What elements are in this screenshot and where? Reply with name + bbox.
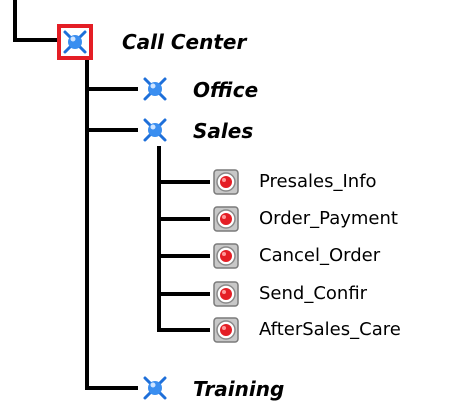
connector-cancel-order xyxy=(157,254,210,258)
tree-node-office[interactable]: Office xyxy=(193,78,259,102)
tree-item-order-payment[interactable]: Order_Payment xyxy=(259,208,398,229)
tree-item-presales-info[interactable]: Presales_Info xyxy=(259,171,377,192)
target-node-icon[interactable] xyxy=(213,317,239,343)
tree-item-cancel-order[interactable]: Cancel_Order xyxy=(259,245,381,266)
tree-item-send-confir[interactable]: Send_Confir xyxy=(259,283,368,304)
tree-node-sales[interactable]: Sales xyxy=(193,119,254,143)
target-node-icon[interactable] xyxy=(213,243,239,269)
target-node-icon[interactable] xyxy=(213,169,239,195)
tree-node-call-center[interactable]: Call Center xyxy=(122,30,247,54)
star-node-icon[interactable] xyxy=(141,374,169,402)
connector-root-vertical xyxy=(13,0,17,42)
target-node-icon[interactable] xyxy=(213,206,239,232)
connector-sales xyxy=(85,128,138,132)
connector-send-confir xyxy=(157,292,210,296)
connector-root-horizontal xyxy=(13,38,57,42)
star-node-icon[interactable] xyxy=(61,28,89,56)
connector-level2-vertical xyxy=(157,146,161,332)
connector-order-payment xyxy=(157,217,210,221)
connector-presales xyxy=(157,180,210,184)
selection-highlight xyxy=(57,24,93,60)
star-node-icon[interactable] xyxy=(141,75,169,103)
connector-office xyxy=(85,87,138,91)
target-node-icon[interactable] xyxy=(213,281,239,307)
connector-level1-vertical xyxy=(85,60,89,390)
star-node-icon[interactable] xyxy=(141,116,169,144)
connector-aftersales xyxy=(157,328,210,332)
tree-item-aftersales-care[interactable]: AfterSales_Care xyxy=(259,319,401,340)
tree-node-training[interactable]: Training xyxy=(193,377,285,401)
connector-training xyxy=(85,386,138,390)
